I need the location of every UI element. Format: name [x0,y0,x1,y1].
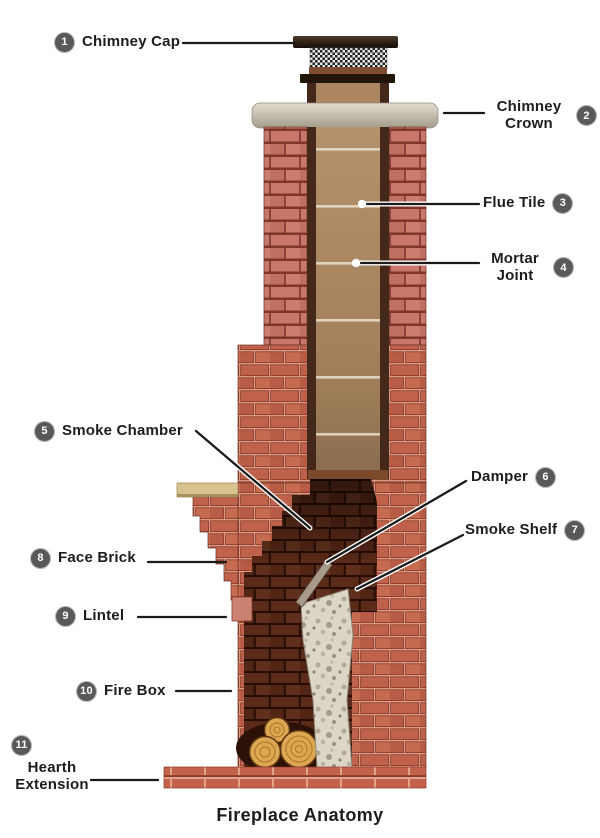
label-flue-tile: Flue Tile 3 [483,193,574,214]
leader-lines [89,41,486,782]
label-mortar-joint: Mortar Joint 4 [484,250,574,285]
badge-6: 6 [535,467,557,488]
flue-tile-graphic [307,127,389,480]
badge-3: 3 [552,193,574,214]
label-text: Chimney Crown [496,98,562,132]
badge-2: 2 [576,105,597,127]
badge-9: 9 [55,606,76,627]
damper-graphic [295,559,333,608]
label-text: Smoke Shelf [465,521,558,539]
diagram-title: Fireplace Anatomy [216,805,384,825]
label-text: Damper [471,468,529,486]
badge-5: 5 [34,421,55,442]
label-fire-box: 10 Fire Box [76,681,166,702]
label-text: Hearth Extension [15,759,89,793]
label-text: Mortar Joint [491,250,539,284]
badge-11: 11 [11,735,32,756]
label-damper: Damper 6 [471,467,557,488]
label-smoke-shelf: Smoke Shelf 7 [465,520,586,541]
label-text: Chimney Cap [82,33,181,51]
label-face-brick: 8 Face Brick [30,548,136,569]
badge-10: 10 [76,681,97,702]
label-lintel: 9 Lintel [55,606,124,627]
lintel-graphic [231,596,253,622]
badge-1: 1 [54,32,75,53]
badge-4: 4 [553,257,574,279]
label-text: Flue Tile [483,194,546,212]
badge-8: 8 [30,548,51,569]
label-text: Smoke Chamber [62,422,183,440]
shoulder-ledge-graphic [176,482,239,498]
label-text: Face Brick [58,549,136,567]
label-smoke-chamber: 5 Smoke Chamber [34,421,183,442]
label-hearth-extension: 11 Hearth Extension [8,735,96,794]
chimney-crown-graphic [251,102,439,129]
firebox-logs-graphic [236,716,328,774]
mortar-joint-graphic [316,148,380,436]
label-chimney-cap: 1 Chimney Cap [54,32,180,53]
chimney-cap-graphic [293,36,398,104]
badge-7: 7 [564,520,586,541]
hearth-extension-graphic [163,766,427,789]
label-chimney-crown: Chimney Crown 2 [489,98,597,133]
label-text: Fire Box [104,682,166,700]
label-text: Lintel [83,607,125,625]
